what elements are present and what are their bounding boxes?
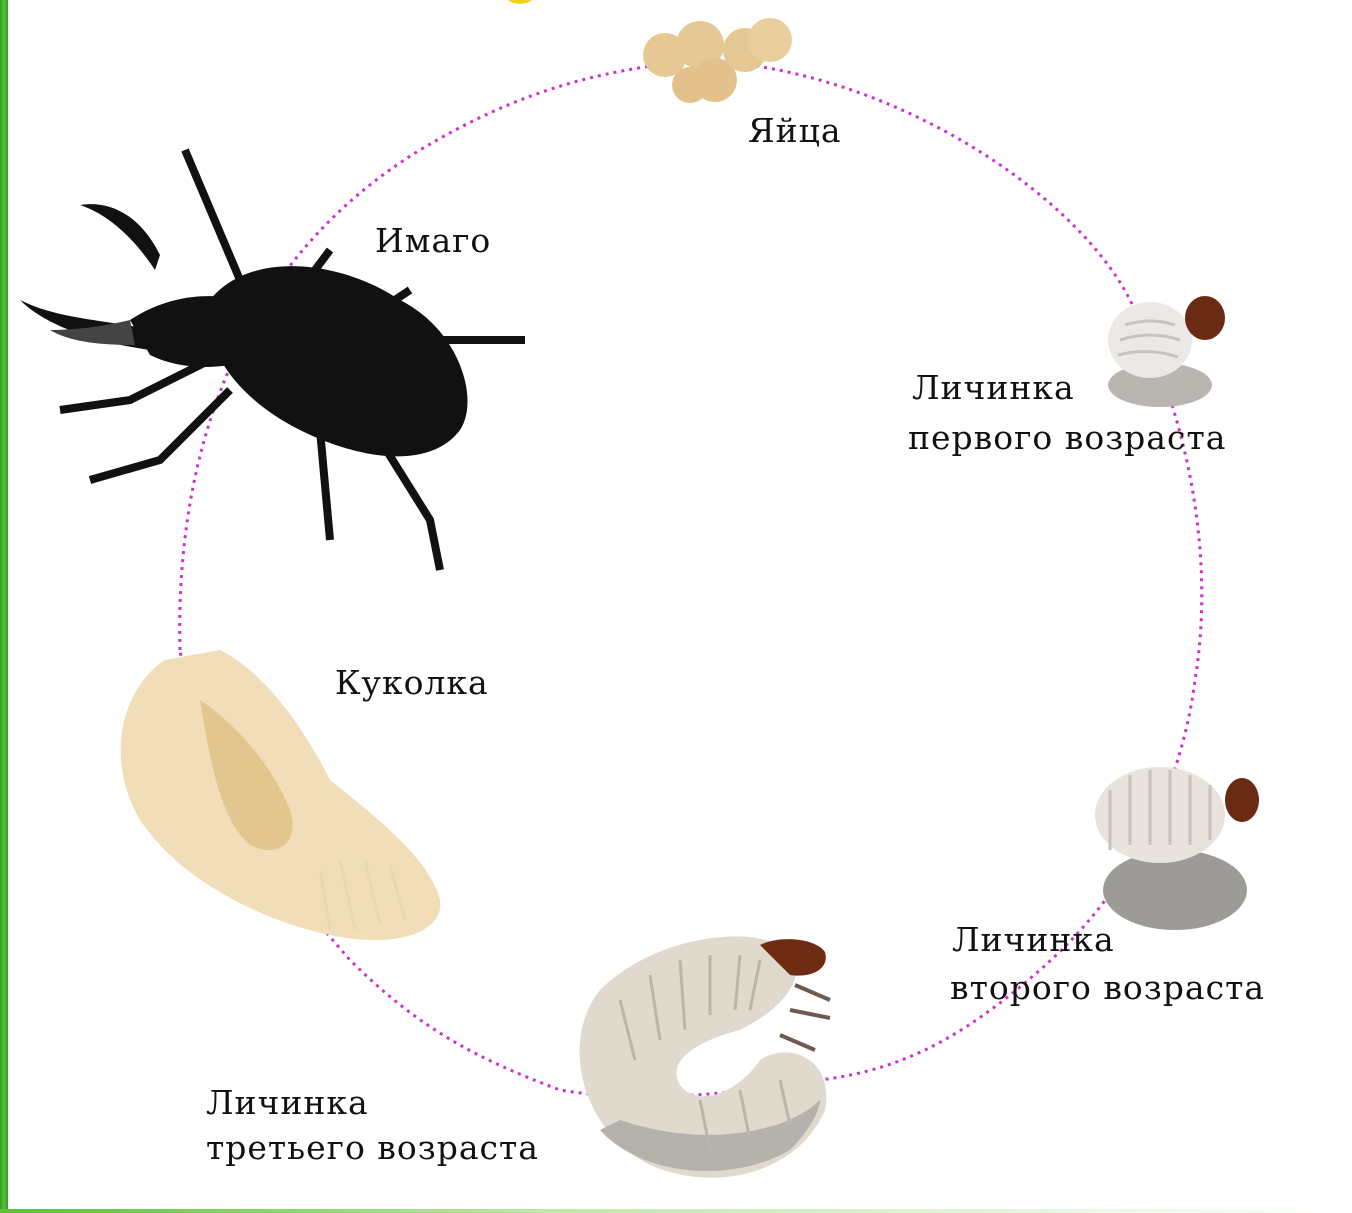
label-larva3-line2: третьего возраста xyxy=(206,1125,539,1171)
large-larva-icon xyxy=(580,936,830,1177)
stag-beetle-icon xyxy=(20,150,525,570)
label-larva2-line1: Личинка xyxy=(952,917,1115,963)
label-pupa: Куколка xyxy=(335,660,489,706)
egg-cluster-icon xyxy=(643,18,792,103)
medium-larva-icon xyxy=(1095,767,1259,930)
label-larva1-line1: Личинка xyxy=(912,365,1075,411)
small-larva-icon xyxy=(1108,296,1225,407)
label-larva2-line2: второго возраста xyxy=(950,965,1265,1011)
label-imago: Имаго xyxy=(375,218,491,264)
label-eggs: Яйца xyxy=(748,108,842,154)
label-larva1-line2: первого возраста xyxy=(908,415,1226,461)
label-larva3-line1: Личинка xyxy=(206,1080,369,1126)
